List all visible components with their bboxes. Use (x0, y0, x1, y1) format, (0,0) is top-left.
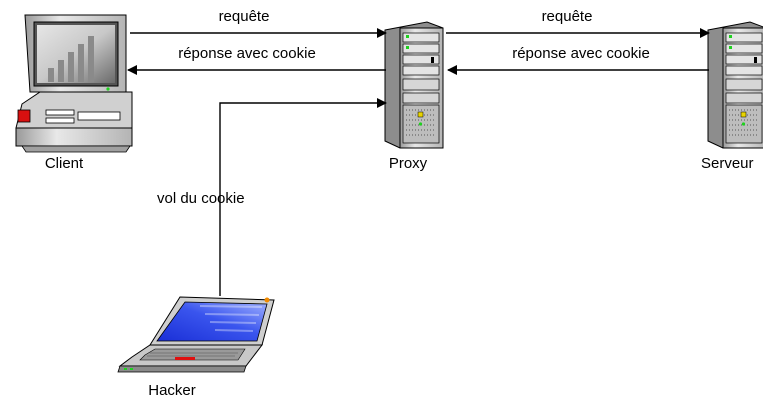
node-label-hacker: Hacker (148, 382, 196, 399)
node-label-client: Client (44, 155, 84, 172)
node-label-proxy: Proxy (388, 155, 428, 172)
proxy-server-icon (384, 21, 444, 149)
label-proxy-to-client-response: réponse avec cookie (178, 45, 316, 62)
server-icon (707, 21, 763, 149)
edge-cookie-theft (219, 98, 387, 296)
hacker-laptop-icon (117, 296, 275, 373)
label-client-to-proxy-request: requête (218, 8, 270, 25)
client-computer-icon (15, 14, 133, 153)
label-cookie-theft: vol du cookie (157, 190, 245, 207)
label-server-to-proxy-response: réponse avec cookie (512, 45, 650, 62)
node-label-server: Serveur (701, 155, 754, 172)
label-proxy-to-server-request: requête (541, 8, 593, 25)
